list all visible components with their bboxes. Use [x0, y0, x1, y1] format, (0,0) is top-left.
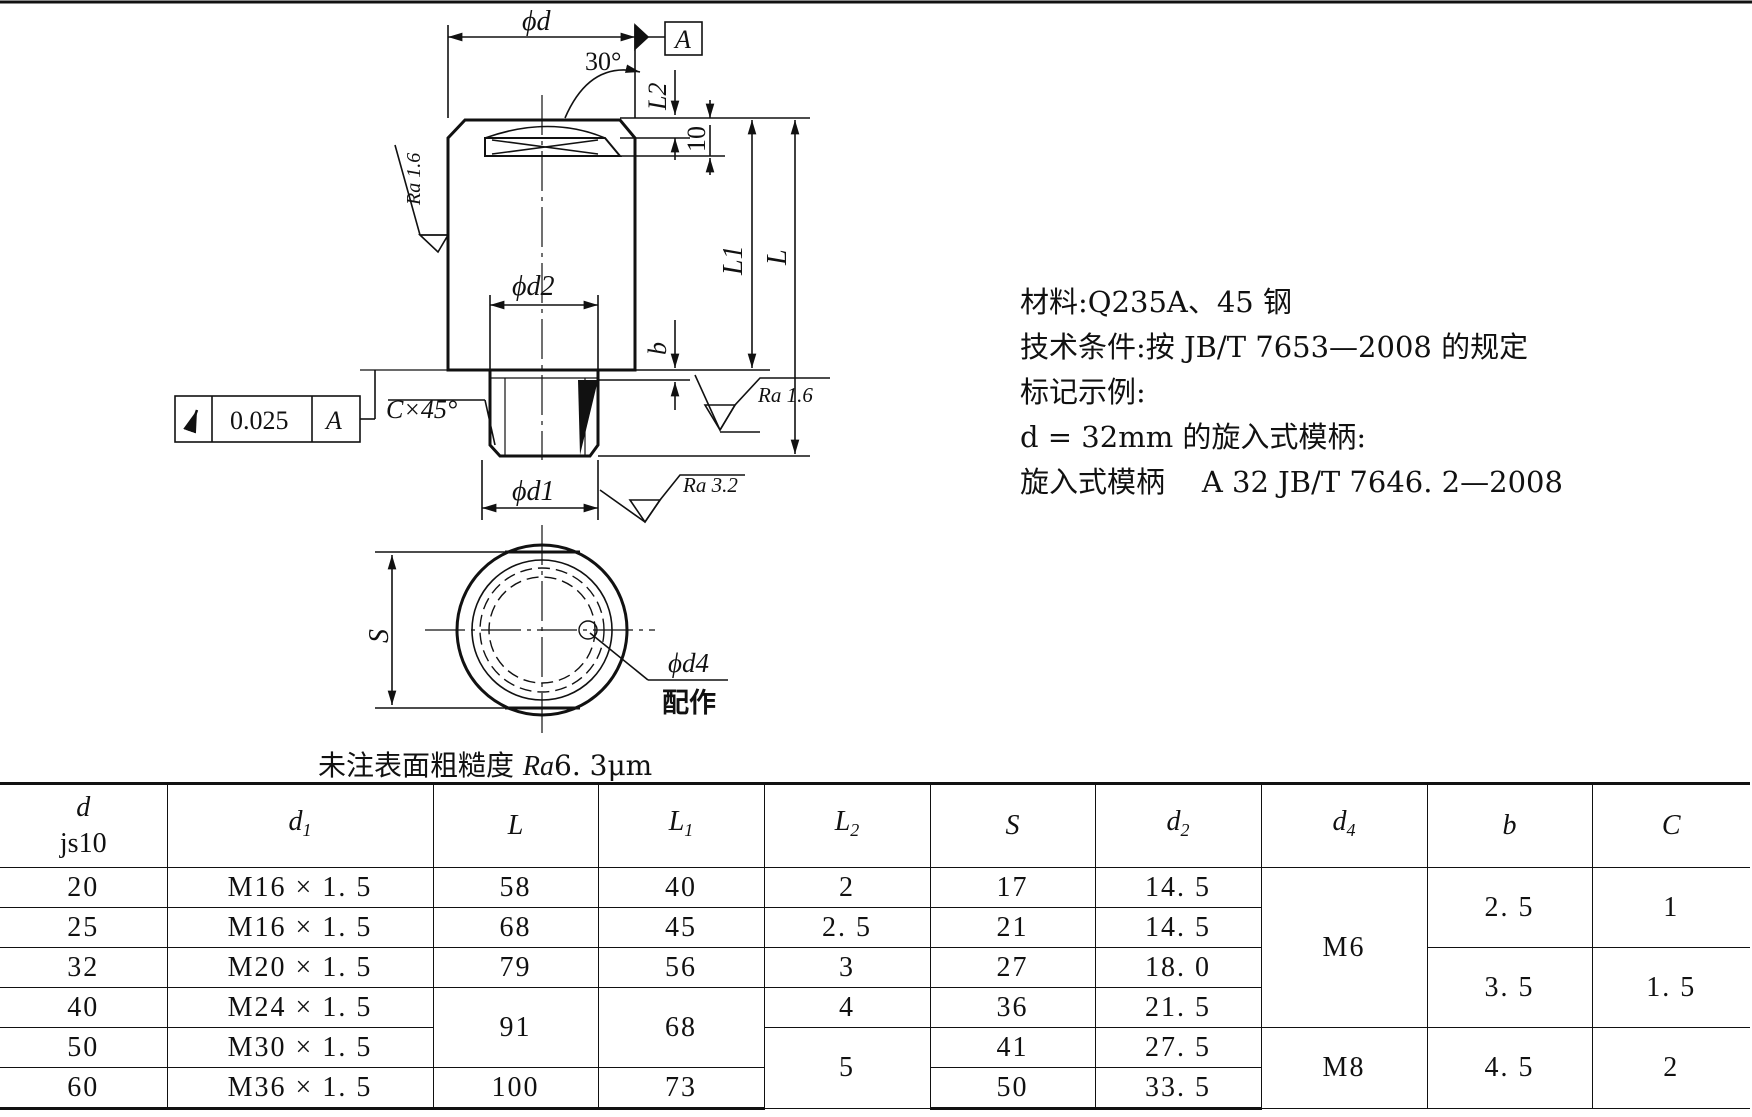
cell-d: 40	[0, 987, 168, 1028]
cell-d2: 14. 5	[1094, 907, 1261, 948]
cell-s: 17	[929, 867, 1096, 908]
cell-s: 27	[929, 947, 1096, 988]
center-hole	[484, 137, 623, 157]
cell-b: 4. 5	[1426, 1027, 1593, 1109]
cell-d2: 33. 5	[1094, 1067, 1261, 1110]
table-row: 40 M24 × 1. 5 91 68 4 36 21. 5	[0, 987, 1750, 1068]
cell-l: 68	[432, 907, 599, 948]
cell-d: 60	[0, 1067, 168, 1110]
header-d1: d1	[166, 783, 434, 868]
cell-l1: 73	[597, 1067, 765, 1110]
table-row: 20 M16 × 1. 5 58 40 2 17 14. 5 M6 2. 5 1	[0, 867, 1750, 1028]
b-label: b	[643, 342, 672, 355]
phi-d4-label: ϕd4	[668, 648, 709, 678]
s-label: S	[364, 629, 395, 643]
header-l2: L2	[763, 783, 931, 868]
cell-d2: 27. 5	[1094, 1027, 1262, 1068]
technical-drawing: ϕd A 30° L2 10 L1 L Ra 1.6 ϕd2 b Ra 1.6 …	[0, 0, 1752, 735]
table-row: 32 M20 × 1. 5 79 56 3 27 18. 0 3. 5 1. 5	[0, 947, 1750, 1028]
l1-label: L1	[718, 245, 749, 276]
ra-right-label: Ra 1.6	[757, 383, 813, 407]
cell-d1: M20 × 1. 5	[166, 947, 434, 988]
note-example-condition: d = 32mm 的旋入式模柄:	[1020, 420, 1367, 454]
cell-l: 58	[432, 867, 599, 908]
roughness-caption: 未注表面粗糙度 Ra6. 3μm	[318, 749, 653, 782]
cell-c: 1. 5	[1591, 947, 1750, 1028]
header-d4: d4	[1260, 783, 1428, 868]
runout-datum: A	[324, 406, 342, 435]
angle-30-label: 30°	[585, 47, 621, 76]
header-l1: L1	[597, 783, 765, 868]
cell-l1: 45	[597, 907, 765, 948]
cell-l2: 5	[763, 1027, 931, 1109]
table-row: 60 M36 × 1. 5 100 73 50 33. 5	[0, 1067, 1750, 1110]
note-example-title: 标记示例:	[1020, 375, 1146, 409]
cell-c: 2	[1591, 1027, 1750, 1109]
cell-d1: M36 × 1. 5	[166, 1067, 434, 1110]
cell-b: 2. 5	[1426, 867, 1593, 948]
note-spec: 技术条件:按 JB/T 7653—2008 的规定	[1020, 330, 1529, 364]
cell-l: 100	[432, 1067, 599, 1110]
header-b: b	[1426, 783, 1593, 868]
cell-s: 21	[929, 907, 1096, 948]
table-row: 25 M16 × 1. 5 68 45 2. 5 21 14. 5	[0, 907, 1750, 948]
header-s: S	[929, 783, 1096, 868]
cell-l: 79	[432, 947, 599, 988]
cell-d1: M16 × 1. 5	[166, 907, 434, 948]
cell-l2: 2	[763, 867, 931, 908]
cell-d: 25	[0, 907, 168, 948]
cell-l1: 40	[597, 867, 765, 908]
header-c: C	[1591, 783, 1750, 868]
cell-d1: M30 × 1. 5	[166, 1027, 434, 1068]
cell-d1: M24 × 1. 5	[166, 987, 434, 1028]
cell-s: 50	[929, 1067, 1096, 1110]
l2-label: L2	[643, 83, 672, 111]
cell-d2: 18. 0	[1094, 947, 1262, 988]
cell-d4: M8	[1260, 1027, 1428, 1109]
cell-l2: 4	[763, 987, 931, 1028]
phi-d2-label: ϕd2	[512, 271, 555, 302]
cell-d2: 21. 5	[1094, 987, 1261, 1028]
cell-s: 41	[929, 1027, 1096, 1068]
runout-value: 0.025	[230, 406, 289, 435]
cell-l2: 3	[763, 947, 931, 988]
ra-side-label: Ra 1.6	[403, 153, 425, 206]
cell-d: 50	[0, 1027, 168, 1068]
header-d2: d2	[1094, 783, 1262, 868]
pei-zuo-label: 配作	[662, 688, 716, 718]
cell-d: 32	[0, 947, 168, 988]
cell-s: 36	[929, 987, 1096, 1028]
cell-l1: 56	[597, 947, 765, 988]
datum-a-label: A	[673, 25, 691, 54]
header-l: L	[432, 783, 599, 868]
ten-label: 10	[682, 126, 711, 152]
cell-l2: 2. 5	[763, 907, 931, 948]
phi-d1-label: ϕd1	[512, 476, 555, 507]
cell-b: 3. 5	[1426, 947, 1593, 1028]
cell-d2: 14. 5	[1094, 867, 1262, 908]
technical-notes: 材料:Q235A、45 钢 技术条件:按 JB/T 7653—2008 的规定 …	[1020, 280, 1563, 505]
cell-l1: 68	[597, 987, 765, 1068]
cell-d: 20	[0, 867, 168, 908]
cell-d4: M6	[1260, 867, 1428, 1028]
cell-d1: M16 × 1. 5	[166, 867, 434, 908]
phi-d-label: ϕd	[522, 6, 551, 37]
cell-c: 1	[1591, 867, 1750, 948]
chamfer-label: C×45°	[386, 395, 457, 424]
note-example-mark: 旋入式模柄 A 32 JB/T 7646. 2—2008	[1020, 465, 1563, 499]
cell-l: 91	[432, 987, 599, 1068]
thread-outline	[488, 370, 600, 458]
table-row: 50 M30 × 1. 5 5 41 27. 5 M8 4. 5 2	[0, 1027, 1750, 1109]
ra-thread-label: Ra 3.2	[682, 473, 738, 497]
l-label: L	[762, 249, 793, 266]
note-material: 材料:Q235A、45 钢	[1020, 285, 1292, 319]
